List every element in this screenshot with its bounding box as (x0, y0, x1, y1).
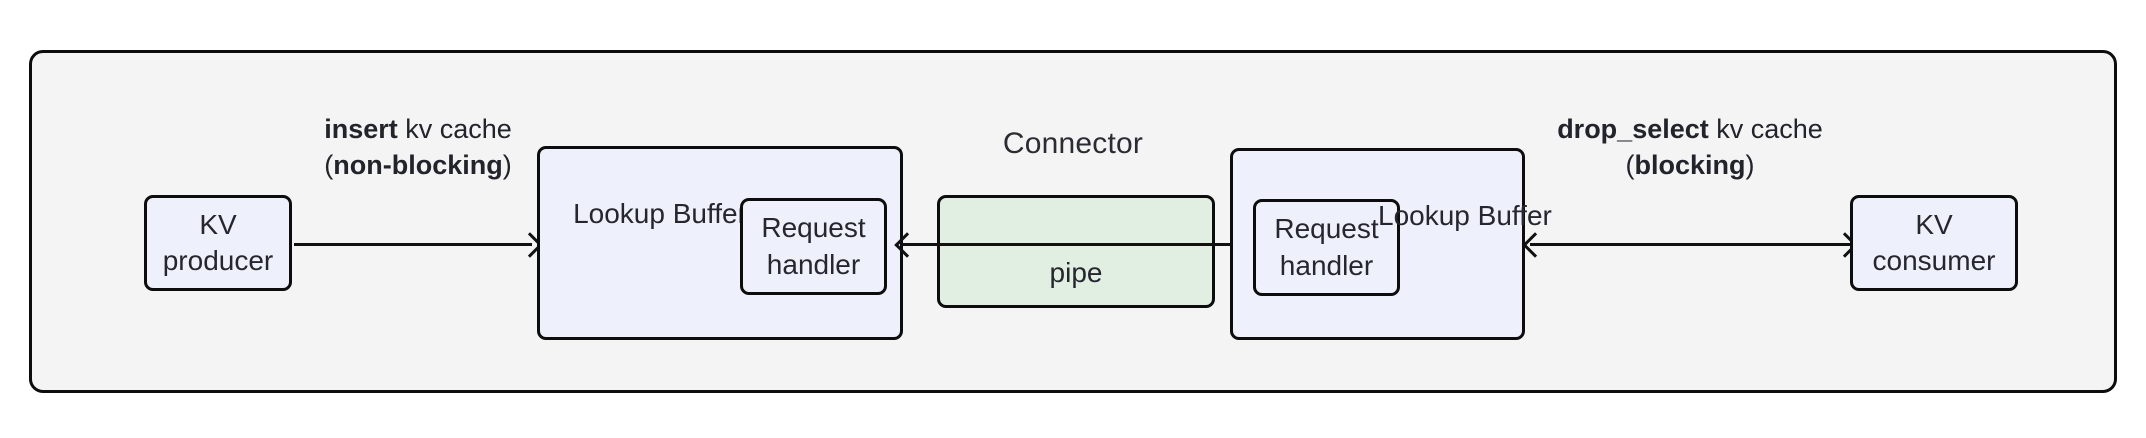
request-handler-right-label-line1: Request (1274, 213, 1379, 245)
lookup-buffer-left-node: Lookup Buffer Request handler (537, 146, 903, 340)
drop-select-edge-label-strong: drop_select (1557, 114, 1709, 144)
insert-edge-paren-open: ( (324, 149, 334, 180)
edge-lookup-buffer-right-to-consumer (1530, 243, 1850, 246)
connector-title: Connector (1002, 127, 1144, 160)
lookup-buffer-right-node: Request handler Lookup Buffer (1230, 148, 1552, 340)
drop-select-edge-mode: blocking (1634, 149, 1746, 180)
edge-lookup-buffers-through-pipe (902, 243, 1246, 246)
insert-edge-label: insert kv cache (non-blocking) (294, 112, 542, 183)
lookup-buffer-right-label-line2: Buffer (1477, 200, 1552, 231)
lookup-buffer-right-label-line1: Lookup (1378, 200, 1470, 231)
kv-producer-label-line1: KV (199, 209, 237, 241)
edge-producer-to-lookup-buffer (294, 243, 532, 246)
kv-producer-node: KV producer (144, 195, 292, 291)
request-handler-left-label-line2: handler (766, 248, 861, 280)
lookup-buffer-left-label-line2: Buffer (672, 198, 747, 229)
kv-consumer-label-line2: consumer (1872, 245, 1996, 276)
request-handler-left-label-line1: Request (761, 212, 866, 244)
insert-edge-label-strong: insert (324, 114, 398, 144)
lookup-buffer-left-label: Lookup Buffer (562, 196, 758, 232)
drop-select-edge-paren-open: ( (1625, 149, 1635, 180)
request-handler-right-node: Request handler (1253, 199, 1400, 296)
insert-edge-label-rest: kv cache (397, 114, 512, 144)
kv-consumer-node: KV consumer (1850, 195, 2018, 291)
lookup-buffer-right-label: Lookup Buffer (1378, 198, 1552, 234)
insert-edge-mode: non-blocking (333, 149, 503, 180)
lookup-buffer-left-label-line1: Lookup (573, 198, 665, 229)
pipe-label: pipe (1049, 257, 1103, 288)
insert-edge-paren-close: ) (502, 149, 512, 180)
request-handler-left-node: Request handler (740, 198, 887, 295)
drop-select-edge-label: drop_select kv cache (blocking) (1540, 112, 1840, 183)
pipe-node: pipe (937, 195, 1215, 308)
drop-select-edge-paren-close: ) (1745, 149, 1755, 180)
kv-consumer-label-line1: KV (1915, 209, 1953, 241)
drop-select-edge-label-rest: kv cache (1708, 114, 1823, 144)
kv-producer-label-line2: producer (162, 245, 274, 276)
request-handler-right-label-line2: handler (1279, 249, 1374, 281)
